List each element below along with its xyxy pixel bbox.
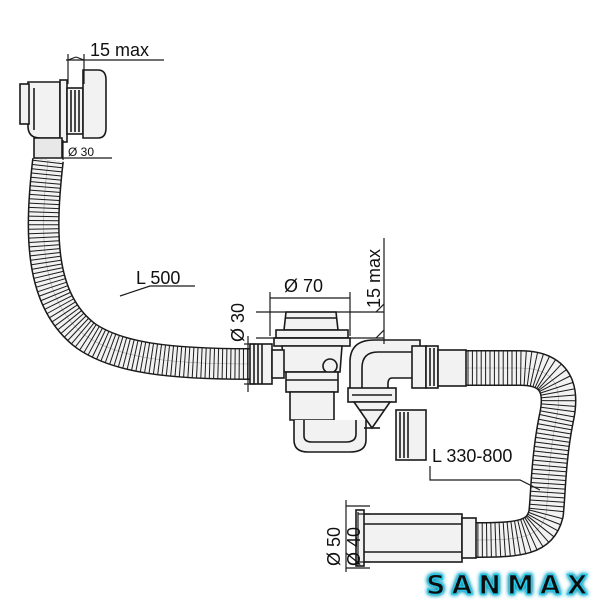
hose-length-label: L 500 [136,268,180,288]
brand-logo: SANMAX [426,570,594,600]
overflow-max-label: 15 max [90,40,149,60]
drain-max-label: 15 max [364,249,384,308]
drain-diameter-label: Ø 70 [284,276,323,296]
outlet-diameter-inner-label: Ø 40 [344,527,364,566]
overflow-diameter-label: Ø 30 [68,145,94,159]
outlet-length-label: L 330-800 [432,446,512,466]
outlet-pipe [356,510,476,566]
hose-coupling-left [250,344,284,384]
hose-diameter-label: Ø 30 [228,303,248,342]
outlet-diameter-outer-label: Ø 50 [324,527,344,566]
